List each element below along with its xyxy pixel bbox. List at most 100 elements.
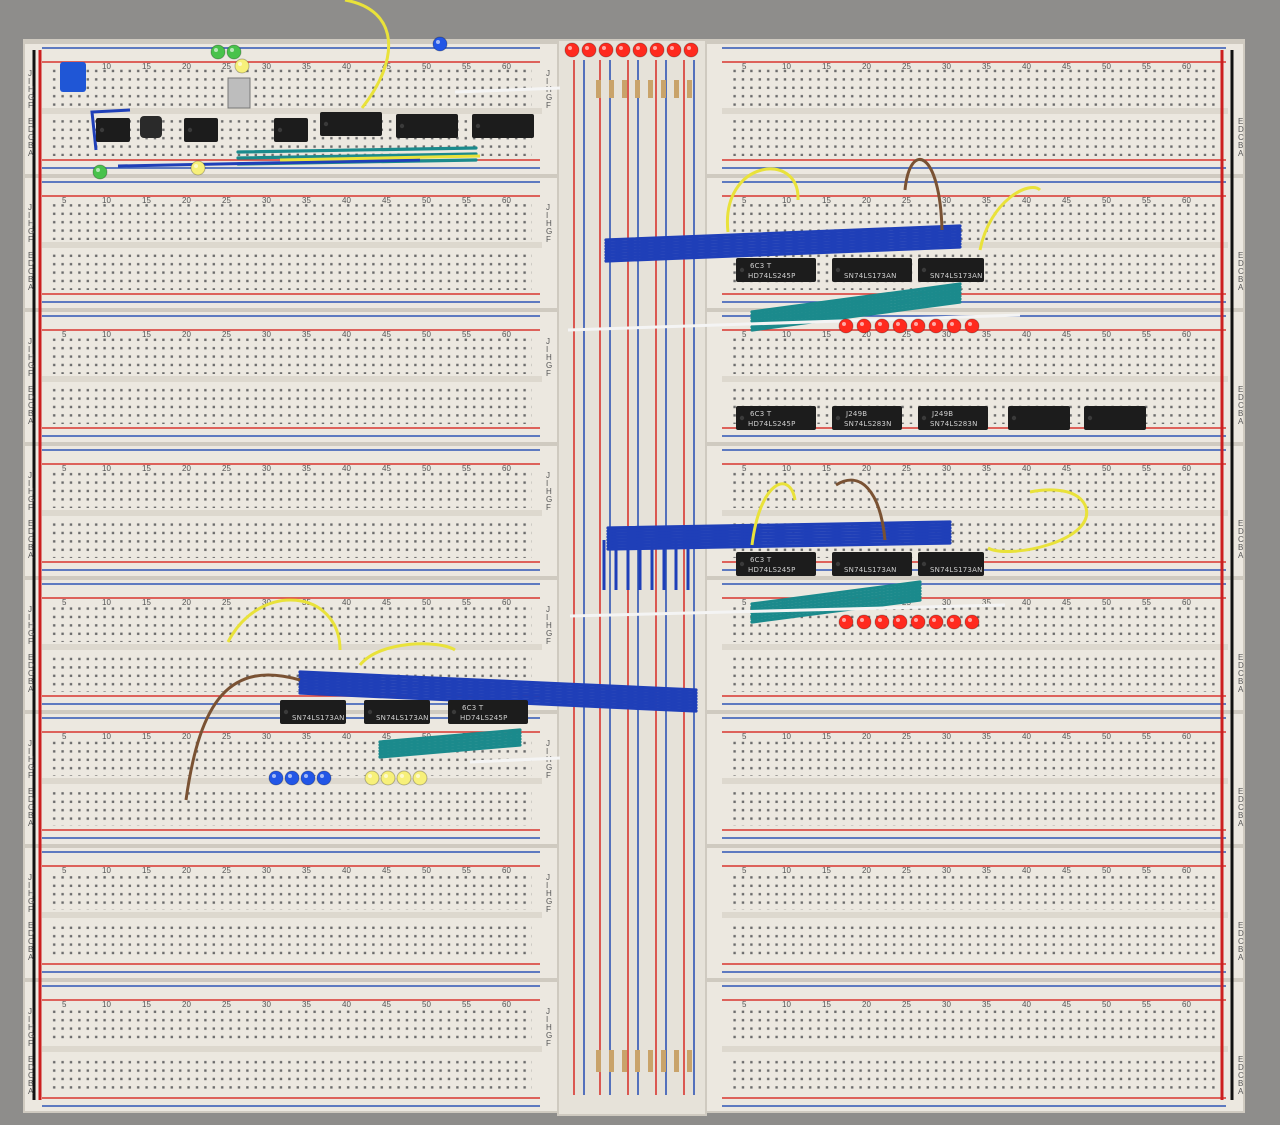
- chip-label-line2: SN74LS173AN: [930, 272, 983, 280]
- led-highlight: [194, 164, 198, 168]
- white-wire: [469, 756, 561, 764]
- chip-clock-555c: [274, 118, 308, 142]
- column-number: 45: [382, 732, 391, 741]
- column-number: 45: [1062, 464, 1071, 473]
- row-letter: E: [28, 519, 33, 528]
- chip-middle-plain-a: [1008, 406, 1070, 430]
- column-number: 10: [102, 866, 111, 875]
- column-number: 60: [502, 1000, 511, 1009]
- led-highlight: [288, 774, 292, 778]
- column-number: 5: [742, 330, 747, 339]
- column-number: 10: [102, 62, 111, 71]
- column-number: 20: [182, 732, 191, 741]
- hole-block-top: [52, 604, 532, 642]
- led-highlight: [436, 40, 440, 44]
- hole-block-top: [732, 336, 1216, 374]
- board-labels: 5101520253035404550556051015202530354045…: [28, 62, 1244, 1096]
- column-number: 40: [1022, 62, 1031, 71]
- column-number: 25: [222, 330, 231, 339]
- row-letter: G: [546, 1031, 552, 1040]
- led-highlight: [230, 48, 234, 52]
- led-register-a-red: [946, 318, 962, 334]
- blue-bus-wire: [298, 682, 698, 704]
- column-number: 25: [222, 196, 231, 205]
- row-letter: J: [546, 471, 550, 480]
- row-letter: C: [28, 803, 34, 812]
- chip-notch: [1087, 415, 1093, 421]
- chip-notch: [835, 415, 841, 421]
- led-highlight: [950, 322, 954, 326]
- chip-lower-173b: [918, 552, 984, 576]
- led-instruction-blue: [300, 770, 316, 786]
- resistor-top: [674, 80, 679, 98]
- row-letter: B: [28, 1079, 33, 1088]
- column-number: 10: [102, 1000, 111, 1009]
- column-number: 50: [1102, 598, 1111, 607]
- column-number: 35: [302, 62, 311, 71]
- yellow-jumper-wire: [226, 598, 342, 651]
- hole-block-top: [52, 336, 532, 374]
- row-letter: A: [28, 551, 34, 560]
- column-number: 25: [902, 866, 911, 875]
- row-letter: D: [28, 527, 34, 536]
- row-letter: A: [28, 149, 34, 158]
- row-letter: I: [28, 747, 30, 756]
- row-letter: E: [28, 385, 33, 394]
- led-register-a-red: [892, 318, 908, 334]
- column-number: 60: [502, 866, 511, 875]
- column-number: 55: [462, 866, 471, 875]
- right-center-channel: [722, 912, 1228, 918]
- column-number: 45: [382, 196, 391, 205]
- chip-label-line2: HD74LS245P: [460, 714, 508, 722]
- row-letter: D: [1238, 795, 1244, 804]
- row-letter: D: [28, 661, 34, 670]
- row-letter: F: [546, 1039, 551, 1048]
- column-number: 25: [902, 464, 911, 473]
- left-board-seam: [24, 844, 558, 848]
- row-letter: A: [1238, 551, 1244, 560]
- chip-label-line1: 6C3 T: [462, 704, 484, 712]
- teal-wire: [378, 731, 522, 747]
- column-number: 40: [1022, 464, 1031, 473]
- blue-bus-wire: [298, 685, 698, 707]
- column-number: 35: [302, 1000, 311, 1009]
- led-instruction-yellow: [380, 770, 396, 786]
- row-letter: F: [546, 503, 551, 512]
- teal-wire: [378, 740, 522, 756]
- column-number: 50: [1102, 732, 1111, 741]
- column-number: 25: [902, 330, 911, 339]
- led-highlight: [878, 618, 882, 622]
- yellow-jumper-wire: [750, 482, 797, 546]
- chip-middle-245: [736, 406, 816, 430]
- column-number: 55: [1142, 732, 1151, 741]
- hole-block-bottom: [52, 252, 532, 290]
- column-number: 60: [1182, 196, 1191, 205]
- row-letter: J: [28, 203, 32, 212]
- teal-wire: [750, 288, 962, 320]
- led-highlight: [653, 46, 657, 50]
- column-number: 25: [902, 732, 911, 741]
- chip-clock-logic-b: [396, 114, 458, 138]
- column-number: 60: [1182, 330, 1191, 339]
- chip-notch: [921, 561, 927, 567]
- row-letter: A: [1238, 953, 1244, 962]
- chip-label-line2: HD74LS245P: [748, 272, 796, 280]
- column-number: 15: [822, 196, 831, 205]
- led-highlight: [896, 322, 900, 326]
- hole-block-top: [732, 872, 1216, 910]
- led-highlight: [950, 618, 954, 622]
- row-letter: G: [28, 763, 34, 772]
- column-number: 35: [982, 330, 991, 339]
- led-clock-green: [210, 44, 226, 60]
- left-board-seam: [24, 174, 558, 178]
- row-letter: E: [1238, 921, 1243, 930]
- column-number: 30: [942, 330, 951, 339]
- column-number: 50: [1102, 330, 1111, 339]
- column-number: 50: [422, 62, 431, 71]
- resistor-top: [661, 80, 666, 98]
- row-letter: I: [546, 613, 548, 622]
- led-clock-green-low: [92, 164, 108, 180]
- resistor-top: [635, 80, 640, 98]
- column-number: 40: [342, 62, 351, 71]
- chip-label-line2: SN74LS173AN: [376, 714, 429, 722]
